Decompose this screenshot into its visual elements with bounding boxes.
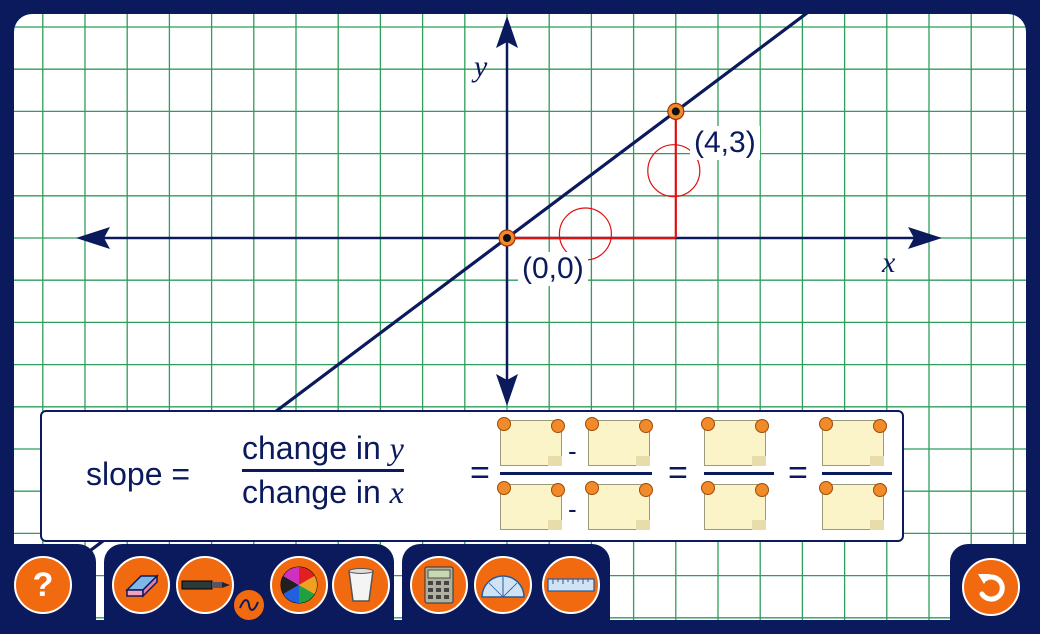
note-rise[interactable] — [701, 417, 769, 466]
measure-toolbar — [402, 544, 610, 634]
minus-sign-top: - — [568, 436, 577, 466]
fraction-bar — [242, 469, 404, 472]
clear-button[interactable] — [332, 556, 390, 614]
ruler-button[interactable] — [542, 556, 600, 614]
eraser-icon — [125, 574, 159, 598]
pin-icon — [819, 481, 833, 495]
slope-label: slope = — [86, 456, 191, 492]
x-axis-label: x — [882, 246, 896, 279]
point-origin — [503, 234, 511, 242]
point-a — [671, 107, 680, 116]
protractor-button[interactable] — [474, 556, 532, 614]
rise-handle — [647, 144, 701, 198]
eraser-button[interactable] — [112, 556, 170, 614]
color-wheel-icon — [280, 566, 318, 604]
calculator-icon — [424, 566, 454, 604]
numerator-var: y — [389, 430, 404, 466]
equals-sign-1: = — [470, 454, 490, 492]
slope-definition-fraction: change in y change in x — [242, 430, 404, 511]
undo-icon — [978, 574, 1005, 602]
ruler-icon — [547, 578, 595, 592]
origin-label: (0,0) — [518, 252, 588, 286]
numerator: change in y — [242, 430, 404, 467]
drawing-toolbar — [104, 544, 394, 634]
protractor-icon — [481, 575, 525, 598]
fraction-bar-input — [500, 472, 652, 475]
equals-sign-2: = — [668, 454, 688, 492]
pin-icon — [701, 481, 715, 495]
pin-icon — [585, 481, 599, 495]
reset-button[interactable] — [962, 558, 1020, 616]
pin-icon — [701, 417, 715, 431]
pin-icon — [585, 417, 599, 431]
slope-formula-panel: slope = change in y change in x = - - = … — [40, 410, 904, 542]
y-axis-label: y — [474, 50, 488, 83]
help-toolbar: ? — [0, 544, 96, 634]
minus-sign-bottom: - — [568, 494, 577, 524]
squiggle-icon — [239, 599, 259, 611]
pin-icon — [497, 417, 511, 431]
denominator: change in x — [242, 474, 404, 511]
marker-button[interactable] — [176, 556, 234, 614]
denominator-var: x — [389, 474, 404, 510]
pin-icon — [497, 481, 511, 495]
note-y1[interactable] — [585, 417, 653, 466]
pin-icon — [755, 419, 769, 433]
note-simplified-numerator[interactable] — [819, 417, 887, 466]
denominator-text: change in — [242, 474, 381, 510]
marker-icon — [181, 580, 230, 590]
reset-toolbar — [950, 544, 1040, 634]
pin-icon — [639, 483, 653, 497]
numerator-text: change in — [242, 430, 381, 466]
stroke-style-button[interactable] — [232, 588, 266, 622]
pin-icon — [819, 417, 833, 431]
pin-icon — [755, 483, 769, 497]
note-x1[interactable] — [585, 481, 653, 530]
fraction-bar-simplified — [822, 472, 892, 475]
note-run[interactable] — [701, 481, 769, 530]
x-axis-left-arrow — [76, 227, 110, 249]
help-button[interactable]: ? — [14, 556, 72, 614]
pin-icon — [873, 419, 887, 433]
pin-icon — [551, 483, 565, 497]
trash-icon — [348, 568, 374, 602]
note-simplified-denominator[interactable] — [819, 481, 887, 530]
y-axis-top-arrow — [496, 16, 518, 48]
x-axis-right-arrow — [908, 227, 942, 249]
equals-sign-3: = — [788, 454, 808, 492]
pin-icon — [873, 483, 887, 497]
y-axis-bottom-arrow — [496, 374, 518, 406]
pin-icon — [639, 419, 653, 433]
pin-icon — [551, 419, 565, 433]
fraction-bar-difference — [704, 472, 774, 475]
note-x2[interactable] — [497, 481, 565, 530]
color-picker-button[interactable] — [270, 556, 328, 614]
note-y2[interactable] — [497, 417, 565, 466]
point-a-label: (4,3) — [690, 126, 760, 160]
calculator-button[interactable] — [410, 556, 468, 614]
